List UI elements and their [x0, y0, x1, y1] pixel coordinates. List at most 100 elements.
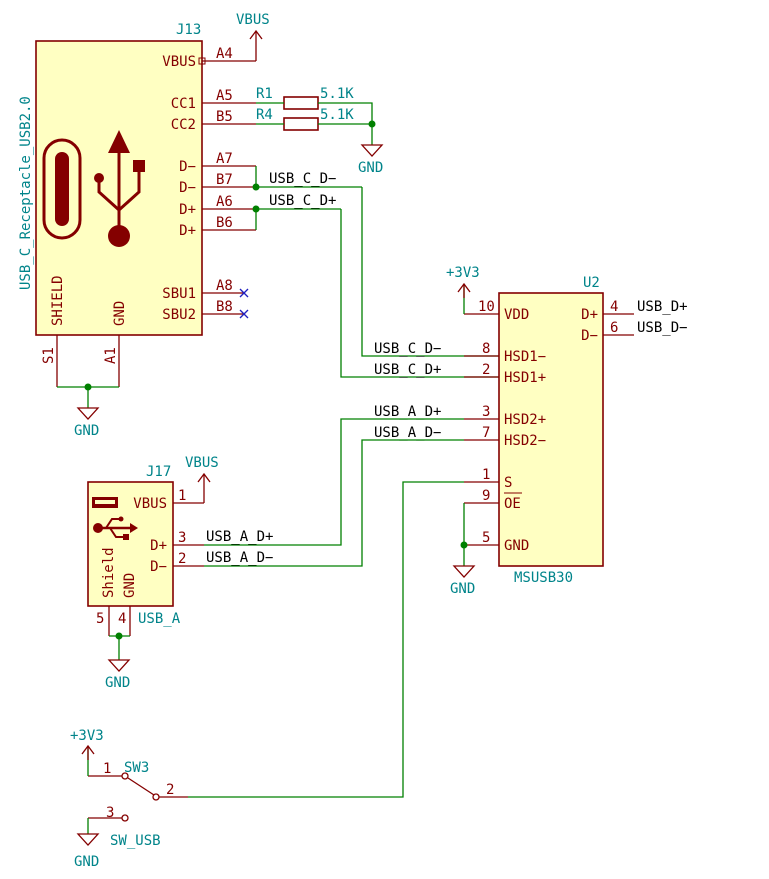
j13-pin-b6[interactable]: B6 D+: [179, 215, 256, 239]
svg-text:10: 10: [478, 299, 495, 315]
power-vbus-j17: VBUS: [185, 455, 219, 503]
svg-text:B6: B6: [216, 215, 233, 231]
svg-text:1: 1: [178, 488, 186, 504]
wires-j17-ground: [109, 632, 130, 660]
j13-pin-a7[interactable]: A7 D−: [179, 151, 256, 175]
net-label-usb-a-dp: USB_A_D+: [206, 529, 273, 545]
u2-ref: U2: [583, 275, 600, 291]
svg-text:D−: D−: [581, 328, 598, 344]
j13-pin-sbu2[interactable]: B8 SBU2: [162, 299, 244, 323]
j17-pin-vbus[interactable]: 1 VBUS: [133, 488, 204, 512]
j13-pin-sbu1[interactable]: A8 SBU1: [162, 278, 244, 302]
svg-text:B7: B7: [216, 172, 233, 188]
u2-pin-hsd1m[interactable]: 8 HSD1−: [464, 341, 546, 365]
svg-text:VBUS: VBUS: [236, 12, 270, 28]
j17-usb-a-connector[interactable]: J17 USB_A 1 VBUS 3 D+ 2 D−: [87, 464, 204, 636]
power-gnd-switch: GND: [74, 833, 100, 870]
u2-pin-hsd1p[interactable]: 2 HSD1+: [464, 362, 546, 386]
power-gnd-u2: GND: [450, 565, 476, 597]
j17-ref: J17: [146, 464, 171, 480]
svg-text:8: 8: [482, 341, 490, 357]
svg-text:1: 1: [482, 467, 490, 483]
u2-usb-switch[interactable]: U2 MSUSB30 10 VDD 8 HSD1− 2 HSD1+ 3 HSD2…: [464, 275, 634, 586]
svg-text:OE: OE: [504, 496, 521, 512]
svg-text:A5: A5: [216, 88, 233, 104]
usb-c-port-icon: [42, 138, 82, 240]
svg-text:+3V3: +3V3: [70, 728, 104, 744]
net-label-usb-a-dm: USB_A_D−: [206, 550, 273, 566]
j13-pin-cc2[interactable]: B5 CC2: [171, 109, 256, 133]
u2-pin-gnd[interactable]: 5 GND: [464, 530, 529, 554]
sw3-ref: SW3: [124, 760, 149, 776]
usb-trident-icon: [94, 130, 145, 247]
u2-pin-dm[interactable]: 6 D−: [581, 320, 634, 344]
u2-pin-s[interactable]: 1 S: [464, 467, 512, 491]
wires-usb-c-data: [252, 166, 499, 378]
svg-text:GND: GND: [74, 423, 99, 439]
net-label-usb-c-dp: USB_C_D+: [269, 193, 336, 209]
svg-text:5.1K: 5.1K: [320, 86, 354, 102]
svg-text:7: 7: [482, 425, 490, 441]
j13-pin-a6[interactable]: A6 D+: [179, 194, 256, 218]
svg-text:3: 3: [106, 805, 114, 821]
svg-text:VBUS: VBUS: [185, 455, 219, 471]
svg-text:Shield: Shield: [101, 547, 117, 598]
power-gnd-resistors: GND: [358, 144, 384, 176]
svg-text:A4: A4: [216, 46, 233, 62]
svg-text:D−: D−: [179, 180, 196, 196]
j13-pin-gnd[interactable]: A1 GND: [103, 301, 128, 387]
svg-text:S1: S1: [41, 347, 57, 364]
svg-text:HSD2−: HSD2−: [504, 433, 546, 449]
u2-pin-oe[interactable]: 9 OE: [464, 488, 522, 512]
wires-j13-ground: [57, 383, 119, 408]
u2-pin-vdd[interactable]: 10 VDD: [464, 299, 529, 323]
svg-text:D+: D+: [150, 538, 167, 554]
power-gnd-j13: GND: [74, 407, 100, 439]
j13-usb-c-receptacle[interactable]: J13 USB_C_Receptacle_USB2.0 A4 VBUS A5: [18, 22, 256, 387]
svg-text:GND: GND: [105, 675, 130, 691]
usb-symbol-icon: [93, 516, 138, 540]
svg-text:2: 2: [166, 782, 174, 798]
j13-pin-shield[interactable]: S1 SHIELD: [41, 275, 66, 387]
net-label-usb-a-dm-2: USB_A_D−: [374, 425, 441, 441]
svg-text:GND: GND: [112, 301, 128, 326]
u2-pin-hsd2p[interactable]: 3 HSD2+: [464, 404, 546, 428]
sw3-value: SW_USB: [110, 833, 161, 849]
svg-text:+3V3: +3V3: [446, 265, 480, 281]
svg-text:D+: D+: [179, 202, 196, 218]
svg-text:3: 3: [178, 530, 186, 546]
power-3v3-switch: +3V3: [70, 728, 104, 760]
svg-text:CC1: CC1: [171, 96, 196, 112]
svg-text:4: 4: [118, 611, 126, 627]
svg-text:D−: D−: [150, 559, 167, 575]
resistor-r1[interactable]: R1 5.1K: [256, 86, 354, 110]
j13-pin-vbus[interactable]: A4 VBUS: [162, 46, 256, 70]
svg-text:2: 2: [178, 551, 186, 567]
svg-text:5: 5: [482, 530, 490, 546]
resistor-r4[interactable]: R4 5.1K: [256, 107, 354, 131]
sw3-selector-switch[interactable]: SW3 SW_USB 1 2 3: [88, 760, 188, 849]
svg-text:B5: B5: [216, 109, 233, 125]
j17-pin-gnd[interactable]: 4 GND: [118, 573, 138, 636]
svg-text:R4: R4: [256, 107, 273, 123]
net-label-usb-dp: USB_D+: [637, 299, 688, 315]
net-label-usb-c-dm: USB_C_D−: [269, 171, 336, 187]
svg-text:A6: A6: [216, 194, 233, 210]
j17-pin-dm[interactable]: 2 D−: [150, 551, 204, 575]
j17-pin-dp[interactable]: 3 D+: [150, 530, 204, 554]
u2-pin-hsd2m[interactable]: 7 HSD2−: [464, 425, 546, 449]
svg-text:SBU1: SBU1: [162, 286, 196, 302]
j13-pin-cc1[interactable]: A5 CC1: [171, 88, 256, 112]
wires-u2-ground: [460, 503, 468, 566]
net-label-usb-c-dp-2: USB_C_D+: [374, 362, 441, 378]
j17-value: USB_A: [138, 611, 181, 627]
j17-pin-shield[interactable]: 5 Shield: [96, 547, 117, 636]
svg-text:GND: GND: [450, 581, 475, 597]
j13-pin-b7[interactable]: B7 D−: [179, 172, 256, 196]
svg-text:D+: D+: [179, 223, 196, 239]
svg-text:GND: GND: [358, 160, 383, 176]
u2-pin-dp[interactable]: 4 D+: [581, 299, 634, 323]
wires-usb-a-data: [204, 418, 464, 567]
svg-text:2: 2: [482, 362, 490, 378]
